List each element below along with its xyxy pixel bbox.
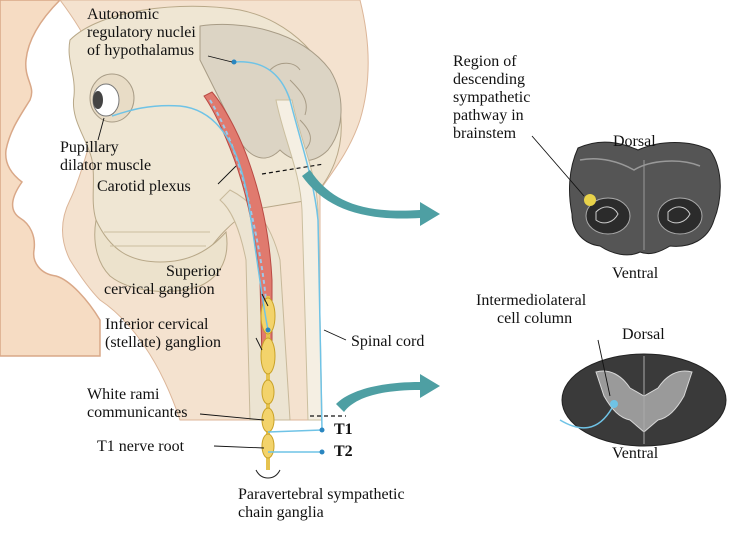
spinal-cord-label: Spinal cord <box>351 333 424 350</box>
pupillary-label-line1: Pupillary <box>60 139 119 156</box>
brainstem-arrow <box>302 170 440 226</box>
spinal-arrow <box>336 374 440 412</box>
inferior-label-line2: (stellate) ganglion <box>105 334 221 351</box>
region-label-line3: sympathetic <box>453 89 530 106</box>
region-label-line2: descending <box>453 71 525 88</box>
intermediolateral-label-line2: cell column <box>497 310 572 327</box>
ventral-bottom-label: Ventral <box>612 445 659 462</box>
dorsal-top-label: Dorsal <box>613 133 656 150</box>
descending-pathway-highlight <box>584 194 596 206</box>
paravertebral-label-line1: Paravertebral sympathetic <box>238 486 405 503</box>
superior-label-line2: cervical ganglion <box>104 281 215 298</box>
intermediolateral-label-line1: Intermediolateral <box>476 292 587 309</box>
autonomic-label-line2: regulatory nuclei <box>87 24 196 41</box>
spinal-cord-section <box>559 353 727 447</box>
paravertebral-label-line2: chain ganglia <box>238 504 324 521</box>
section-arrows <box>302 170 440 412</box>
region-label-line5: brainstem <box>453 125 517 142</box>
jaw <box>94 218 228 292</box>
intermediolateral-cell-column-mark <box>610 400 618 408</box>
leader-lines <box>97 55 611 449</box>
nerve-pathway <box>111 59 325 455</box>
head-illustration <box>0 0 369 421</box>
superior-label-line1: Superior <box>166 263 222 280</box>
white-rami-label-line2: communicantes <box>87 404 187 421</box>
chain-ganglion-1 <box>261 379 275 405</box>
brainstem-section <box>569 141 721 256</box>
region-label-line1: Region of <box>453 53 517 70</box>
chain-ganglion-3 <box>261 433 275 459</box>
dorsal-bottom-label: Dorsal <box>622 326 665 343</box>
autonomic-label-line3: of hypothalamus <box>87 42 194 59</box>
t1-label: T1 <box>334 421 353 438</box>
ventral-top-label: Ventral <box>612 265 659 282</box>
ganglia-bracket <box>255 469 281 479</box>
white-rami-label-line1: White rami <box>87 386 160 403</box>
brainstem-section-mark <box>261 163 325 175</box>
inferior-label-line1: Inferior cervical <box>105 316 209 333</box>
t2-label: T2 <box>334 443 353 460</box>
region-label-line4: pathway in <box>453 107 524 124</box>
inferior-cervical-ganglion <box>260 337 276 375</box>
labels: Autonomic regulatory nuclei of hypothala… <box>60 6 665 521</box>
head-silhouette <box>0 0 101 357</box>
autonomic-label-line1: Autonomic <box>87 6 159 23</box>
carotid-label: Carotid plexus <box>97 178 191 195</box>
pupillary-label-line2: dilator muscle <box>60 157 151 174</box>
t1-nerve-root-label: T1 nerve root <box>97 438 185 455</box>
